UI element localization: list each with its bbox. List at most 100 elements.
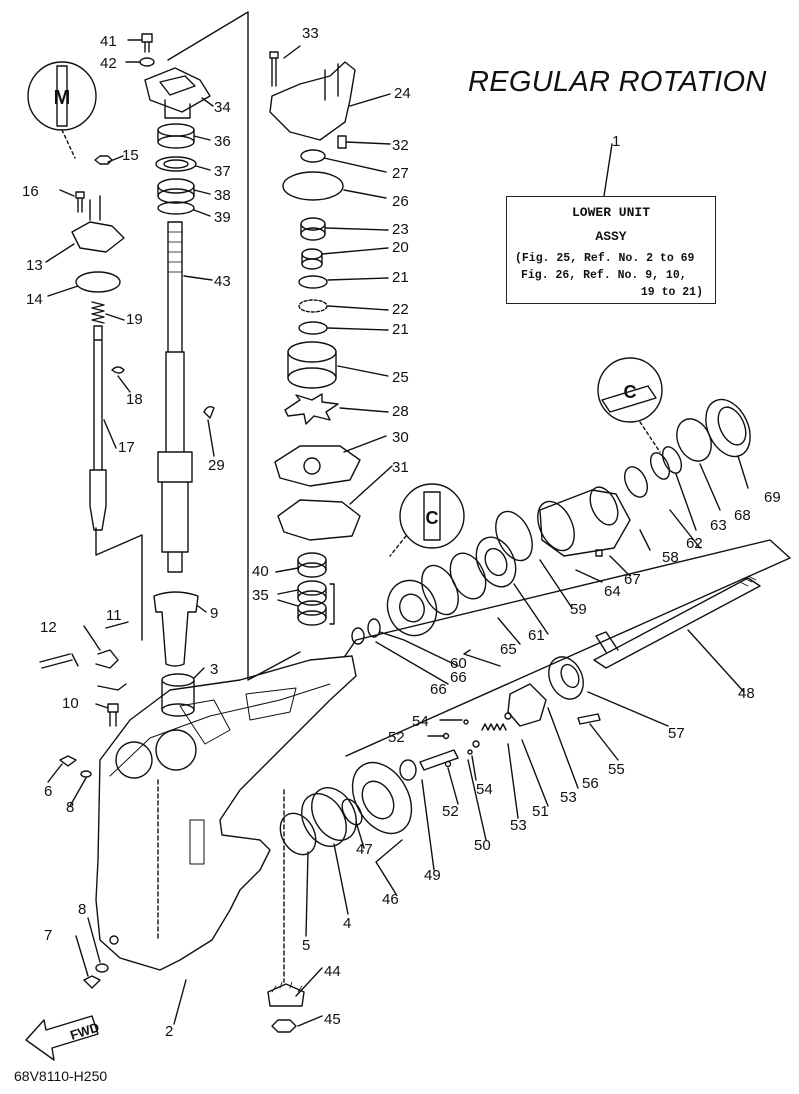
- assy-line-4: Fig. 26, Ref. No. 9, 10,: [521, 269, 687, 282]
- callouts: 1 2 3 4 5 6 7 8 8 9 10 11 12 13 14 15 16…: [22, 25, 781, 1040]
- callout: 7: [44, 927, 52, 944]
- callout: 48: [738, 685, 755, 702]
- callout: 3: [210, 661, 218, 678]
- part-15-nut: [94, 155, 113, 165]
- callout: 21: [392, 269, 409, 286]
- callout: 21: [392, 321, 409, 338]
- callout: 25: [392, 369, 409, 386]
- callout: 22: [392, 301, 409, 318]
- part-58-bearing-housing: [539, 489, 631, 557]
- part-4-bearing: [301, 793, 347, 847]
- part-26-oring: [282, 171, 344, 201]
- callout: 53: [560, 789, 577, 806]
- callout: 20: [392, 239, 409, 256]
- part-6-plug: [59, 755, 77, 767]
- part-34-housing: [144, 67, 211, 119]
- part-48-prop-shaft: [593, 577, 761, 669]
- part-42-washer: [139, 57, 155, 67]
- part-63-seal: [649, 452, 671, 480]
- part-12-screw: [39, 653, 79, 669]
- callout: 56: [582, 775, 599, 792]
- callout: 49: [424, 867, 441, 884]
- part-39-ring: [157, 201, 195, 215]
- symbol-c: C: [426, 508, 439, 528]
- callout: 15: [122, 147, 139, 164]
- callout: 51: [532, 803, 549, 820]
- part-27-oring: [300, 149, 326, 163]
- part-66-shim: [351, 627, 365, 645]
- part-22-washer: [298, 299, 328, 313]
- callout: 60: [450, 655, 467, 672]
- callout: 18: [126, 391, 143, 408]
- part-67-key: [595, 549, 603, 557]
- part-41-bolt: [141, 33, 153, 53]
- callout: 50: [474, 837, 491, 854]
- part-14-oring: [75, 271, 121, 293]
- callout: 31: [392, 459, 409, 476]
- callout: 16: [22, 183, 39, 200]
- assy-line-1: LOWER UNIT: [571, 205, 650, 220]
- part-59-bearing: [475, 536, 517, 588]
- part-20-seal: [301, 248, 323, 260]
- drawing-code: 68V8110-H250: [14, 1068, 108, 1084]
- part-9-sleeve: [153, 591, 199, 667]
- part-36-bearing: [157, 123, 195, 137]
- callout: 12: [40, 619, 57, 636]
- part-46-gear: [351, 761, 413, 835]
- callout: 33: [302, 25, 319, 42]
- part-8-washer: [80, 770, 92, 778]
- callout: 52: [442, 803, 459, 820]
- callout: 26: [392, 193, 409, 210]
- symbol-m: M: [54, 87, 71, 109]
- part-5-shim: [279, 812, 317, 856]
- part-68-seal: [676, 418, 712, 462]
- part-60-gear: [386, 579, 438, 637]
- callout: 37: [214, 163, 231, 180]
- callout: 11: [106, 607, 122, 624]
- callout: 35: [252, 587, 269, 604]
- assy-line-3: (Fig. 25, Ref. No. 2 to 69: [515, 252, 695, 265]
- callout: 29: [208, 457, 225, 474]
- fwd-arrow: [25, 1015, 99, 1061]
- callout: 34: [214, 99, 231, 116]
- part-25-impeller-housing: [287, 341, 337, 363]
- assy-line-2: ASSY: [595, 229, 627, 244]
- part-53-ball: [472, 740, 480, 748]
- part-21-washer-2: [298, 321, 328, 335]
- callout: 14: [26, 291, 43, 308]
- part-21-washer: [298, 275, 328, 289]
- part-45-nut: [271, 1019, 297, 1033]
- part-31-gasket: [277, 499, 361, 541]
- callout: 58: [662, 549, 679, 566]
- page-title: REGULAR ROTATION: [468, 66, 767, 98]
- part-18-clip: [111, 366, 125, 374]
- callout: 57: [668, 725, 685, 742]
- part-24-pump-housing: [269, 61, 356, 141]
- assy-line-5: 19 to 21): [640, 286, 703, 299]
- callout: 6: [44, 783, 52, 800]
- callout: 10: [62, 695, 79, 712]
- callout: 52: [388, 729, 405, 746]
- part-51-spring: [481, 723, 507, 731]
- part-28-impeller: [284, 393, 339, 425]
- callout: 28: [392, 403, 409, 420]
- callout: 47: [356, 841, 373, 858]
- part-56-dog-clutch: [507, 683, 547, 727]
- part-57-reverse-gear: [548, 656, 584, 700]
- callout: 55: [608, 761, 625, 778]
- part-7-plug: [83, 975, 101, 989]
- shaft-frame: [344, 539, 791, 757]
- callout: 9: [210, 605, 218, 622]
- callout: 8: [78, 901, 86, 918]
- symbol-c-2: C: [624, 382, 637, 402]
- callout: 44: [324, 963, 341, 980]
- callout: 69: [764, 489, 781, 506]
- part-32-pin: [337, 135, 347, 149]
- callout: 42: [100, 55, 117, 72]
- callout: 4: [343, 915, 351, 932]
- callout: 61: [528, 627, 545, 644]
- callout: 2: [165, 1023, 173, 1040]
- callout: 54: [476, 781, 493, 798]
- callout: 66: [450, 669, 467, 686]
